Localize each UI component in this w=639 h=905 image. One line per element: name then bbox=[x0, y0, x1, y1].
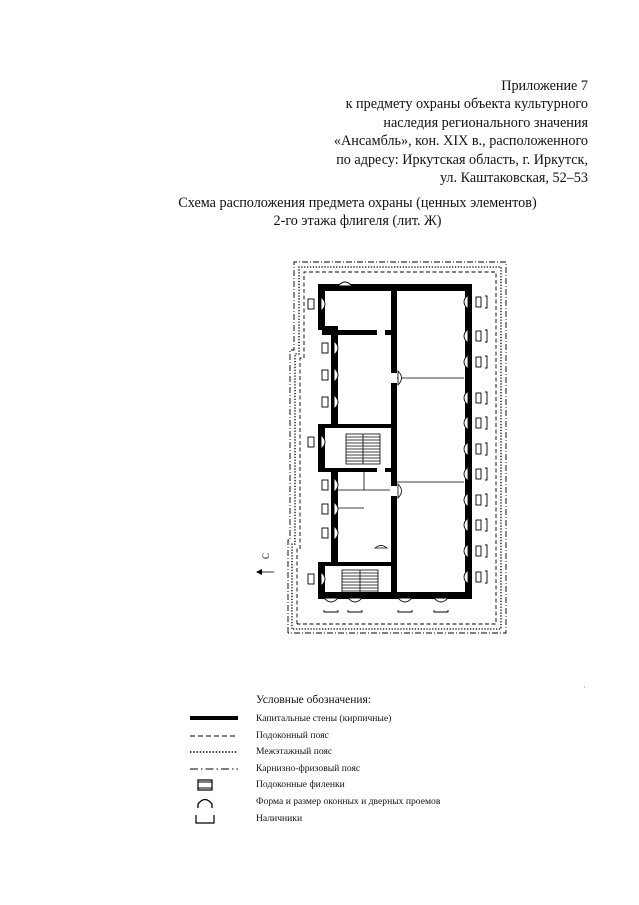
window-surrounds-south bbox=[323, 610, 449, 613]
interior-door-openings bbox=[373, 370, 402, 549]
title-line: 2-го этажа флигеля (лит. Ж) bbox=[273, 213, 442, 230]
header-line: по адресу: Иркутская область, г. Иркутск… bbox=[336, 151, 588, 168]
window-openings-east bbox=[463, 294, 469, 585]
window-surrounds-west bbox=[307, 298, 329, 585]
partitions bbox=[338, 377, 464, 597]
legend-label: Наличники bbox=[256, 812, 303, 824]
bracket-symbol bbox=[195, 814, 215, 824]
staircases bbox=[342, 436, 380, 592]
window-openings-north-south bbox=[323, 281, 449, 603]
scan-mark: · bbox=[583, 683, 586, 692]
legend-label: Капитальные стены (кирпичные) bbox=[256, 713, 392, 724]
floor-plan bbox=[287, 261, 507, 634]
legend-label: Подоконный пояс bbox=[256, 729, 329, 741]
appendix-header: Приложение 7 к предмету охраны объекта к… bbox=[334, 77, 588, 187]
north-label: С bbox=[261, 552, 272, 560]
header-line: «Ансамбль», кон. XIX в., расположенного bbox=[333, 133, 588, 150]
legend-label: Карнизно-фризовый пояс bbox=[256, 762, 361, 774]
capital-walls-symbol bbox=[190, 716, 238, 720]
window-openings-west bbox=[320, 296, 339, 587]
cornice-frieze-belt bbox=[287, 261, 507, 634]
dash-dot-line-symbol bbox=[190, 768, 238, 770]
interfloor-belt bbox=[291, 266, 502, 630]
legend-title: Условные обозначения: bbox=[256, 694, 372, 706]
window-sill-panels-east bbox=[475, 296, 482, 583]
scheme-title: Схема расположения предмета охраны (ценн… bbox=[0, 194, 639, 231]
sill-belt bbox=[296, 271, 497, 625]
north-arrow-icon bbox=[256, 569, 274, 575]
rectangle-symbol bbox=[197, 779, 213, 791]
title-line: Схема расположения предмета охраны (ценн… bbox=[178, 195, 537, 211]
window-surrounds-east bbox=[485, 295, 488, 584]
dashed-line-symbol bbox=[190, 735, 238, 737]
legend-label: Подоконные филенки bbox=[256, 779, 345, 791]
arch-symbol bbox=[197, 798, 213, 808]
legend-label: Форма и размер оконных и дверных проемов bbox=[256, 795, 441, 807]
dotted-line-symbol bbox=[190, 751, 238, 753]
legend-label: Межэтажный пояс bbox=[256, 746, 333, 758]
header-line: Приложение 7 bbox=[501, 78, 588, 94]
header-line: наследия регионального значения bbox=[383, 114, 588, 131]
header-line: к предмету охраны объекта культурного bbox=[345, 96, 588, 113]
capital-walls bbox=[318, 284, 472, 599]
header-line: ул. Каштаковская, 52–53 bbox=[439, 170, 588, 187]
